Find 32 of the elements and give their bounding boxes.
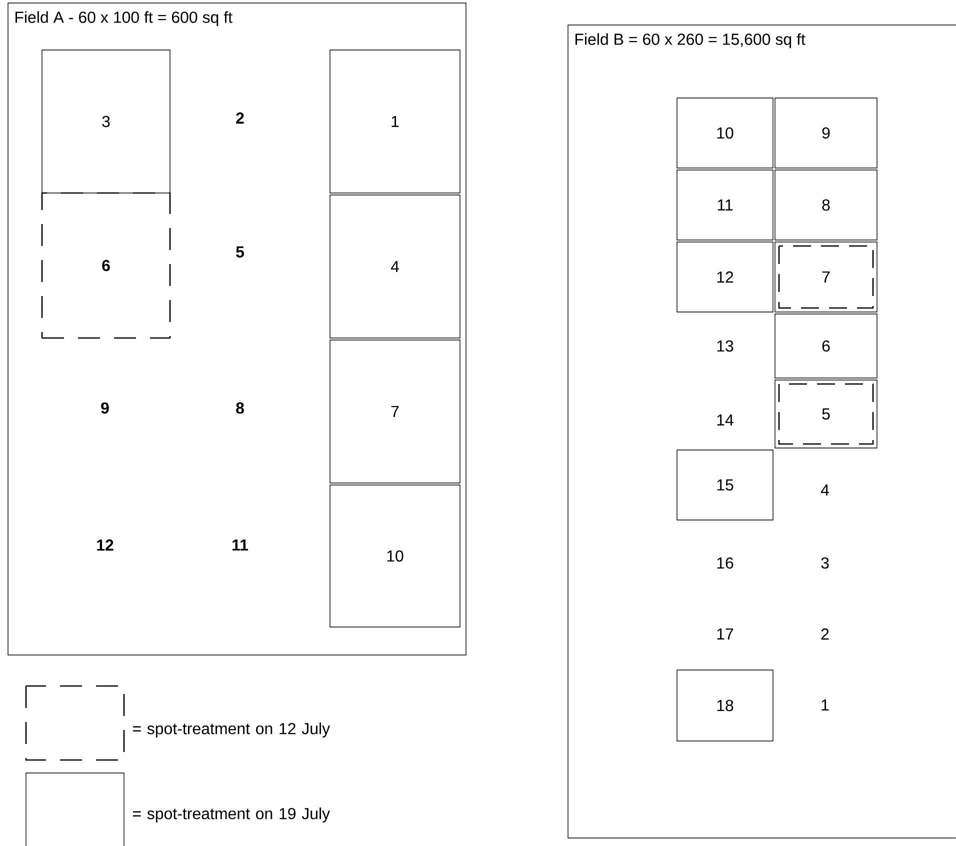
plot-box: 7 xyxy=(330,340,460,484)
plot-number: 11 xyxy=(232,540,248,550)
legend-entry: = spot-treatment on 19 July xyxy=(26,772,330,846)
plot-number: 13 xyxy=(717,340,734,352)
plot-number: 2 xyxy=(236,112,244,124)
plot-number: 3 xyxy=(821,557,829,569)
plot-box: 12 xyxy=(676,242,774,312)
plot-box: 15 xyxy=(676,450,774,520)
plot-box: 4 xyxy=(330,194,460,338)
plot-box: 5 xyxy=(774,380,878,448)
plot-number: 9 xyxy=(101,402,109,414)
plot-box: 7 xyxy=(774,242,878,312)
plot-number: 17 xyxy=(717,628,734,640)
plot-number: 14 xyxy=(717,414,734,426)
plot-number: 1 xyxy=(822,700,829,710)
plot-number: 2 xyxy=(821,628,829,640)
plot-box: 3 xyxy=(42,50,170,194)
plot-box: 9 xyxy=(774,98,878,168)
plot-box: 1 xyxy=(330,50,460,194)
plot-box: 18 xyxy=(676,670,774,742)
plot-number: 8 xyxy=(236,402,244,414)
plot-box: 10 xyxy=(330,484,460,628)
plot-number: 4 xyxy=(820,484,829,496)
plot-box: 6 xyxy=(774,314,878,378)
plot-number: 12 xyxy=(97,539,114,551)
plot-number: 5 xyxy=(236,246,244,258)
plot-number: 16 xyxy=(717,557,734,569)
plot-box: 8 xyxy=(774,170,878,240)
legend-entry: = spot-treatment on 12 July xyxy=(25,685,330,761)
plot-box: 6 xyxy=(41,192,171,339)
plot-box: 10 xyxy=(676,98,774,168)
plot-box: 11 xyxy=(676,170,774,240)
